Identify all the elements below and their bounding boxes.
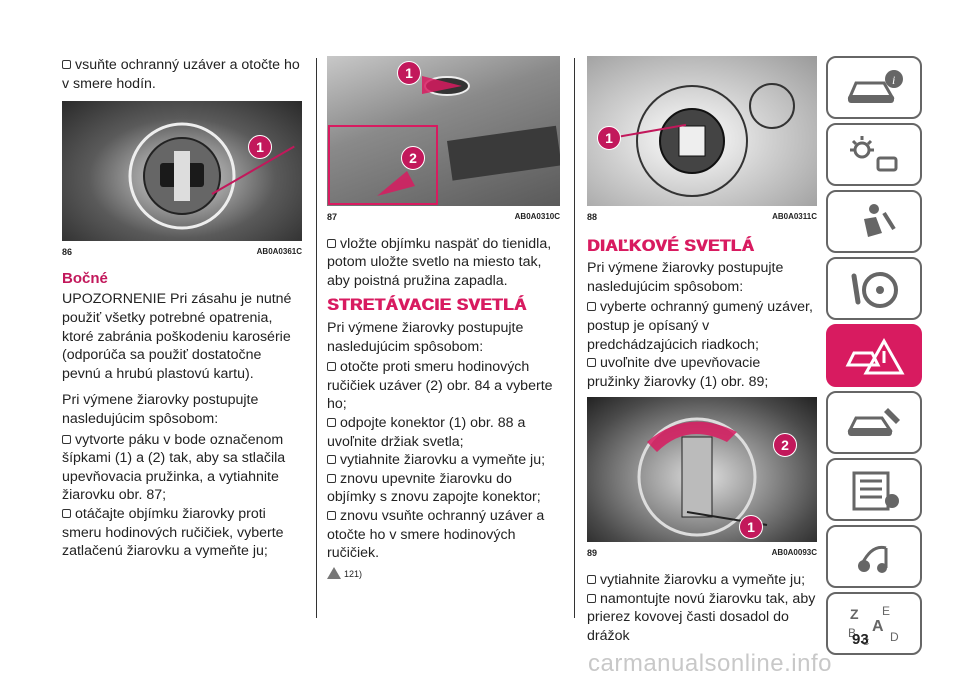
- tab-maintenance[interactable]: [826, 391, 922, 454]
- svg-text:C: C: [862, 637, 869, 647]
- bullet-item: vytiahnite žiarovku a vymeňte ju;: [587, 571, 817, 590]
- figure-code: AB0A0311C: [772, 212, 817, 221]
- breakdown-warning-icon: [845, 337, 905, 374]
- warning-reference: 121): [327, 565, 560, 584]
- checkbox-bullet-icon: [587, 593, 596, 603]
- dashboard-lights-icon: [850, 135, 898, 171]
- tab-steering-wheel[interactable]: [826, 257, 922, 320]
- checkbox-bullet-icon: [587, 358, 596, 368]
- page-number: 93: [852, 631, 869, 648]
- figure-number: 87: [327, 212, 338, 222]
- column-1: vsuňte ochranný uzáver a otočte ho v sme…: [62, 56, 302, 561]
- checkbox-bullet-icon: [327, 473, 336, 483]
- warning-triangle-icon: [327, 566, 341, 579]
- instruction-paragraph: Pri výmene žiarovky postupujte nasledujú…: [62, 392, 259, 427]
- high-beam-bulb-illustration: [637, 417, 768, 537]
- checkbox-bullet-icon: [62, 60, 71, 69]
- section-heading: STRETÁVACIE SVETLÁ: [327, 295, 527, 315]
- figure-86: 1: [62, 101, 302, 242]
- column-divider: [316, 58, 317, 618]
- column-divider: [574, 58, 575, 618]
- column-2: 1 2 87 AB0A0310C vložte objímku naspäť d…: [327, 56, 560, 583]
- figure-code: AB0A0093C: [771, 548, 817, 558]
- callout-2: 2: [401, 146, 425, 170]
- svg-text:D: D: [890, 630, 899, 644]
- bullet-item: vytiahnite žiarovku a vymeňte ju;: [327, 451, 560, 470]
- checkbox-bullet-icon: [327, 238, 336, 248]
- column-3: 1 88 AB0A0311C DIAĽKOVÉ SVETLÁ Pri výmen…: [587, 56, 817, 645]
- figure-89: 2 1: [587, 397, 817, 543]
- subheading: Bočné: [62, 269, 108, 287]
- airbag-seat-icon: [864, 203, 896, 237]
- figure-88: 1: [587, 56, 817, 206]
- steering-wheel-icon: [851, 271, 898, 308]
- tab-airbag-seat[interactable]: [826, 190, 922, 253]
- checkbox-bullet-icon: [62, 508, 71, 518]
- figure-code: AB0A0310C: [514, 212, 560, 221]
- bullet-item: odpojte konektor (1) obr. 88 a uvoľnite …: [327, 414, 526, 450]
- bullet-item: otočte proti smeru hodinových ručičiek u…: [327, 359, 553, 413]
- checkbox-bullet-icon: [327, 455, 336, 465]
- figure-87: 1 2: [327, 56, 560, 206]
- figure-caption: 86 AB0A0361C: [62, 243, 302, 262]
- svg-text:A: A: [872, 618, 884, 635]
- svg-text:i: i: [892, 73, 895, 87]
- bullet-item: znovu upevnite žiarovku do objímky s zno…: [327, 470, 541, 506]
- car-info-icon: i: [847, 69, 903, 103]
- bullet-item: uvoľnite dve upevňovacie pružinky žiarov…: [587, 355, 769, 390]
- bullet-item: namontujte novú žiarovku tak, aby priere…: [587, 590, 816, 644]
- svg-text:Z: Z: [850, 606, 859, 622]
- figure-number: 88: [587, 212, 598, 222]
- checkbox-bullet-icon: [587, 302, 596, 312]
- checkbox-bullet-icon: [327, 510, 336, 520]
- callout-1: 1: [739, 515, 763, 540]
- tab-technical-data[interactable]: [826, 458, 922, 521]
- section-heading: DIAĽKOVÉ SVETLÁ: [587, 235, 755, 255]
- chapter-tabs: i: [826, 56, 922, 659]
- instruction-paragraph: Pri výmene žiarovky postupujte nasledujú…: [587, 260, 784, 295]
- figure-caption: 87 AB0A0310C: [327, 208, 560, 227]
- callout-1: 1: [248, 135, 272, 160]
- tab-car-info[interactable]: i: [826, 56, 922, 119]
- watermark: carmanualsonline.info: [588, 650, 832, 677]
- bullet-item: otáčajte objímku žiarovky proti smeru ho…: [62, 505, 284, 560]
- figure-number: 86: [62, 247, 73, 258]
- tab-multimedia[interactable]: [826, 525, 922, 588]
- svg-text:E: E: [882, 604, 890, 618]
- headlight-bulb-illustration: [128, 122, 236, 230]
- tab-breakdown-warning[interactable]: [826, 324, 922, 387]
- multimedia-icon: [858, 545, 888, 573]
- maintenance-car-icon: [847, 407, 900, 436]
- bullet-item: vytvorte páku v bode označenom šípkami (…: [62, 431, 286, 504]
- figure-caption: 88 AB0A0311C: [587, 208, 817, 227]
- warning-paragraph: UPOZORNENIE Pri zásahu je nutné použiť v…: [62, 291, 292, 382]
- index-alphabet-icon: Z E A B D C: [848, 604, 899, 647]
- callout-1: 1: [597, 126, 621, 150]
- instruction-paragraph: Pri výmene žiarovky postupujte nasledujú…: [327, 319, 524, 355]
- checkbox-bullet-icon: [327, 417, 336, 427]
- bullet-item: vložte objímku naspäť do tienidla, potom…: [327, 235, 552, 289]
- tab-dashboard-lights[interactable]: [826, 123, 922, 186]
- checkbox-bullet-icon: [587, 574, 596, 584]
- callout-1: 1: [397, 61, 421, 85]
- bullet-item: znovu vsuňte ochranný uzáver a otočte ho…: [327, 507, 545, 562]
- side-light-illustration: [328, 76, 560, 205]
- bullet-item: vsuňte ochranný uzáver a otočte ho v sme…: [62, 57, 300, 92]
- checkbox-bullet-icon: [62, 434, 71, 444]
- figure-caption: 89 AB0A0093C: [587, 544, 817, 563]
- svg-text:B: B: [848, 626, 856, 640]
- figure-number: 89: [587, 548, 598, 559]
- technical-data-icon: [852, 471, 899, 510]
- figure-code: AB0A0361C: [256, 247, 302, 257]
- headlamp-rear-illustration: [636, 83, 795, 197]
- checkbox-bullet-icon: [327, 362, 336, 372]
- tab-index[interactable]: Z E A B D C: [826, 592, 922, 655]
- bullet-item: vyberte ochranný gumený uzáver, postup j…: [587, 299, 813, 353]
- callout-2: 2: [773, 433, 797, 458]
